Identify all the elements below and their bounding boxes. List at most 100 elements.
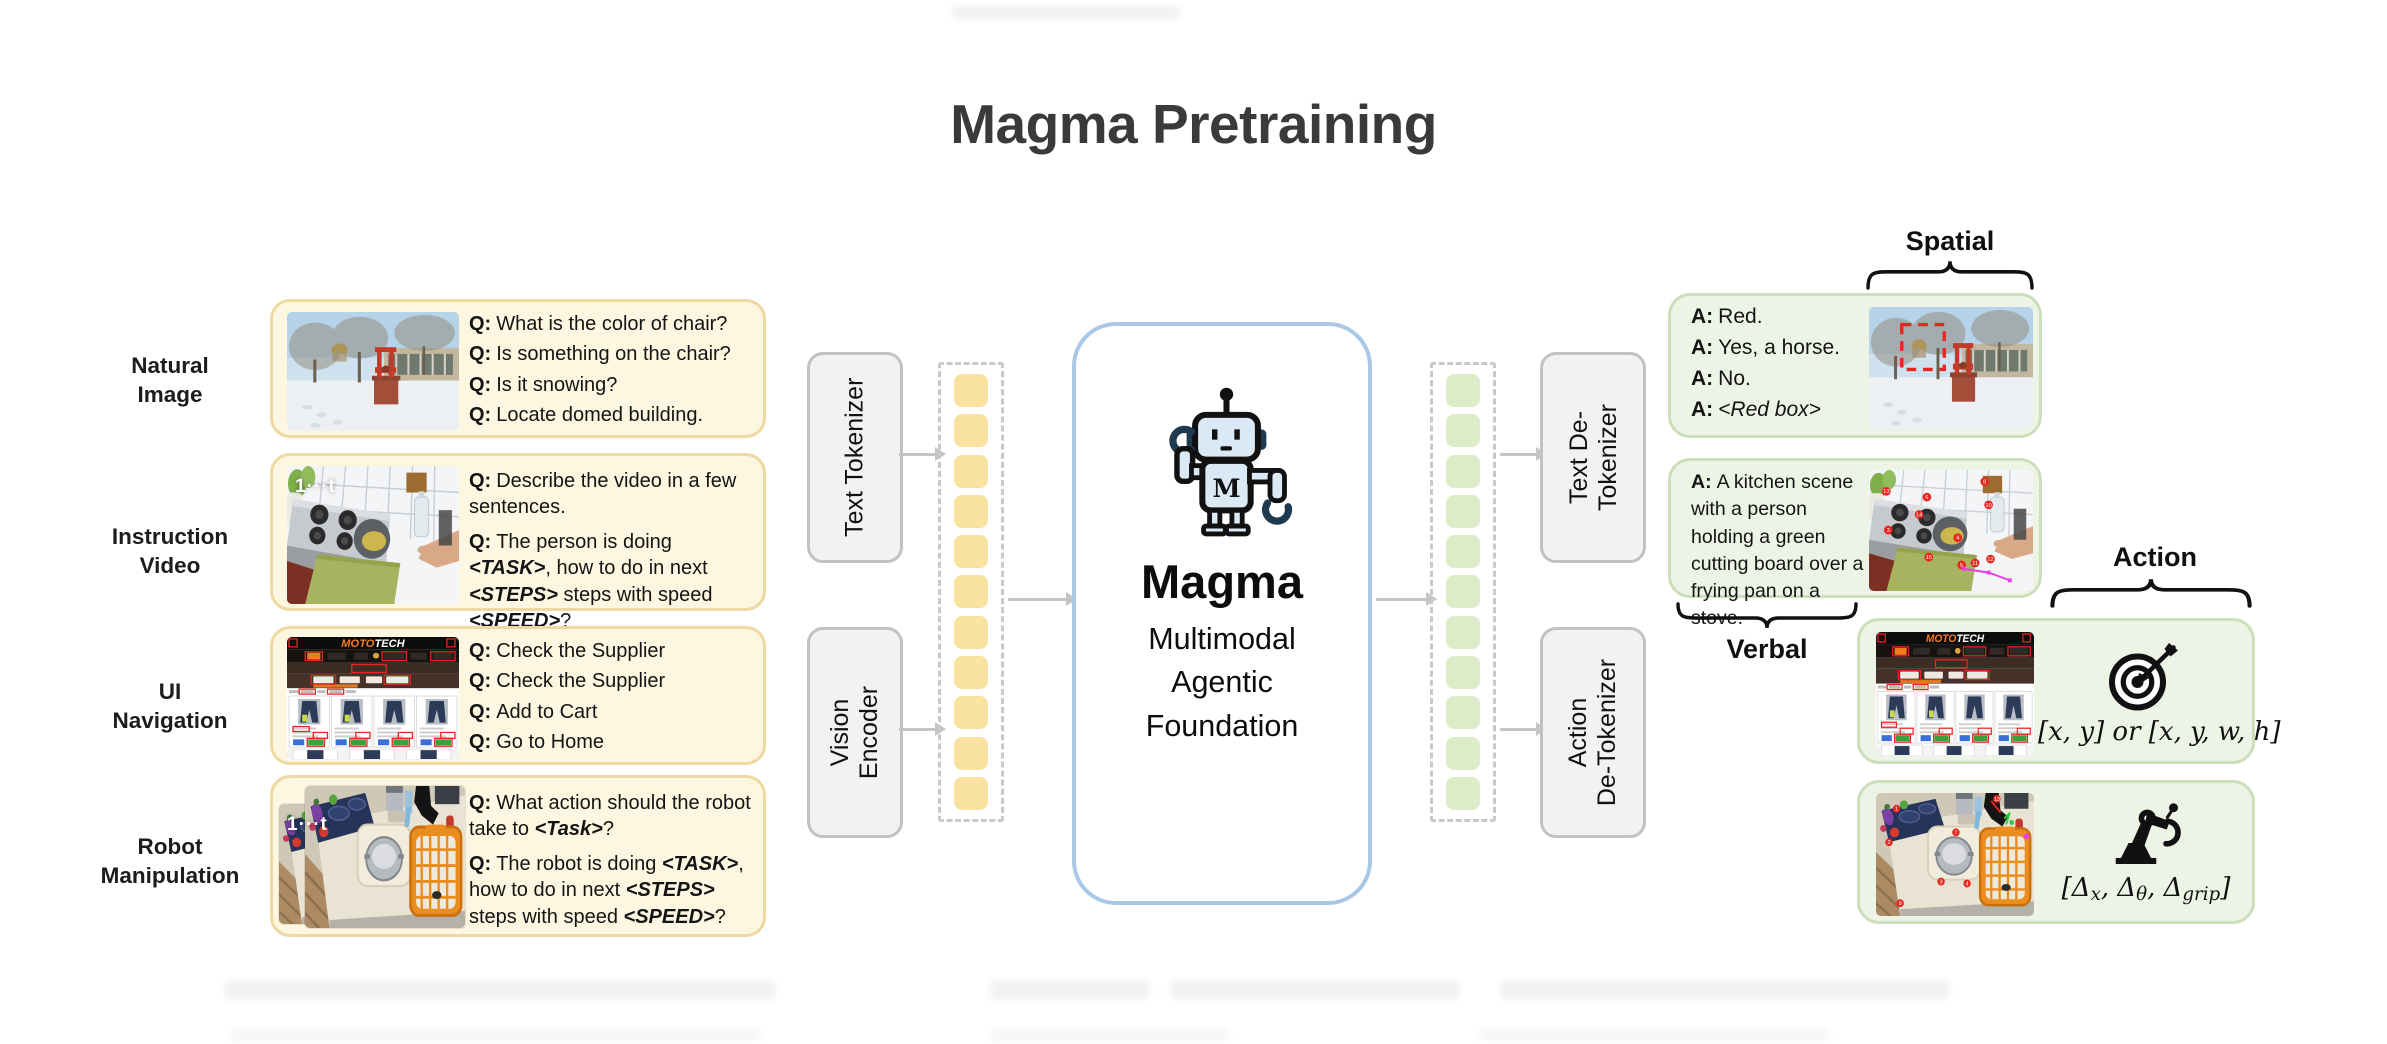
label-line: Navigation bbox=[112, 707, 228, 733]
svg-text:6: 6 bbox=[1925, 495, 1928, 501]
input-box-instruction-video: 1···t Q:Describe the video in a few sent… bbox=[270, 453, 766, 632]
spatial-annotated-image bbox=[1869, 307, 2033, 429]
ui-action-formula: [x, y] or [x, y, w, h] bbox=[2038, 717, 2281, 747]
label-line: De-Tokenizer bbox=[1593, 658, 1621, 807]
q-prefix: Q: bbox=[469, 670, 492, 693]
category-label-natural-image: Natural Image bbox=[70, 352, 270, 410]
token bbox=[1446, 696, 1480, 730]
question-text: Is something on the chair? bbox=[496, 343, 731, 366]
token bbox=[954, 776, 988, 810]
question-line: Q:The person is doing <TASK>, how to do … bbox=[469, 529, 751, 635]
ui-navigation-thumbnail bbox=[287, 637, 459, 760]
q-prefix: Q: bbox=[469, 731, 492, 754]
arrow-text-tokenizer-to-tokens bbox=[899, 447, 946, 461]
bottom-faint-caption-1 bbox=[225, 980, 775, 1000]
answer-line: A:Yes, a horse. bbox=[1691, 336, 1840, 360]
svg-text:11: 11 bbox=[1972, 561, 1978, 567]
action-brace bbox=[2050, 576, 2252, 608]
question-line: Q:Check the Supplier bbox=[469, 668, 757, 694]
bottom-faint-caption-4 bbox=[1500, 980, 1950, 1000]
question-text: Check the Supplier bbox=[496, 640, 666, 662]
label-line: Text De- bbox=[1564, 410, 1593, 505]
token bbox=[1446, 776, 1480, 810]
a-prefix: A: bbox=[1691, 471, 1712, 493]
svg-text:3: 3 bbox=[1940, 879, 1943, 885]
category-label-robot-manipulation: Robot Manipulation bbox=[70, 833, 270, 891]
bottom-faint-caption-6 bbox=[990, 1028, 1230, 1042]
text-detokenizer-box: Text De- Tokenizer bbox=[1540, 352, 1646, 563]
action-label: Action bbox=[2113, 542, 2197, 572]
question-text: Locate domed building. bbox=[496, 404, 704, 427]
bottom-faint-caption-7 bbox=[1480, 1028, 1830, 1042]
token bbox=[1446, 414, 1480, 448]
svg-text:3: 3 bbox=[1887, 528, 1890, 534]
arrow-tokens-to-magma bbox=[1008, 592, 1077, 606]
svg-text:15: 15 bbox=[1926, 555, 1932, 561]
category-label-instruction-video: Instruction Video bbox=[70, 523, 270, 581]
question-text: The robot is doing <TASK>, how to do in … bbox=[469, 852, 744, 928]
question-line: Q:Describe the video in a few sentences. bbox=[469, 468, 751, 521]
answer-line: A:Red. bbox=[1691, 305, 1840, 329]
label-line: Manipulation bbox=[100, 862, 240, 888]
magma-model-box: Magma Multimodal Agentic Foundation bbox=[1072, 322, 1372, 905]
input-token-column bbox=[938, 362, 1004, 822]
output-token-column bbox=[1430, 362, 1496, 822]
subtitle-line: Agentic bbox=[1171, 665, 1273, 700]
question-line: Q:Is something on the chair? bbox=[469, 341, 757, 367]
video-frame-range-label: 1···t bbox=[287, 814, 328, 835]
q-prefix: Q: bbox=[469, 530, 492, 553]
token bbox=[1446, 374, 1480, 407]
question-line: Q:Is it snowing? bbox=[469, 372, 757, 398]
spatial-brace bbox=[1866, 258, 2034, 290]
video-frame-range-label: 1···t bbox=[295, 476, 336, 497]
a-prefix: A: bbox=[1691, 398, 1714, 421]
input-box-robot-manipulation: 1···t Q:What action should the robot tak… bbox=[270, 775, 766, 937]
svg-text:4: 4 bbox=[1956, 536, 1960, 542]
bottom-faint-caption-2 bbox=[990, 980, 1150, 1000]
subtitle-line: Foundation bbox=[1145, 708, 1299, 743]
model-subtitle: Multimodal Agentic Foundation bbox=[1076, 618, 1368, 748]
q-prefix: Q: bbox=[469, 404, 492, 427]
svg-text:4: 4 bbox=[1966, 881, 1970, 887]
action-detokenizer-box: Action De-Tokenizer bbox=[1540, 627, 1646, 838]
label-line: Instruction bbox=[111, 524, 229, 549]
question-text: Check the Supplier bbox=[496, 670, 666, 693]
svg-text:13: 13 bbox=[1994, 797, 2000, 803]
question-list: Q:What is the color of chair? Q:Is somet… bbox=[469, 311, 757, 433]
question-list: Q:What action should the robot take to <… bbox=[469, 790, 755, 934]
verbal-annotated-image: 13 6 8 14 10 3 4 15 5 11 12 bbox=[1869, 470, 2033, 591]
answer-text: Yes, a horse. bbox=[1718, 336, 1840, 359]
question-text: Describe the video in a few sentences. bbox=[469, 470, 737, 519]
ui-action-image bbox=[1876, 632, 2034, 756]
model-name: Magma bbox=[1141, 555, 1303, 608]
arrow-tokens-to-text-detokenizer bbox=[1500, 447, 1547, 461]
text-tokenizer-label: Text Tokenizer bbox=[840, 377, 869, 538]
robot-arm-icon bbox=[2102, 801, 2188, 867]
q-prefix: Q: bbox=[469, 640, 492, 662]
question-text: What is the color of chair? bbox=[496, 313, 728, 335]
token bbox=[1446, 575, 1480, 609]
svg-text:5: 5 bbox=[1960, 563, 1963, 569]
input-box-ui-navigation: Q:Check the Supplier Q:Check the Supplie… bbox=[270, 626, 766, 765]
token bbox=[954, 736, 988, 770]
svg-text:10: 10 bbox=[1985, 503, 1991, 509]
natural-image-thumbnail bbox=[287, 312, 459, 431]
bottom-faint-caption-3 bbox=[1170, 980, 1460, 1000]
token bbox=[1446, 615, 1480, 649]
question-text: Go to Home bbox=[496, 731, 605, 754]
svg-text:8: 8 bbox=[1983, 480, 1986, 486]
question-line: Q:Locate domed building. bbox=[469, 402, 757, 428]
q-prefix: Q: bbox=[469, 313, 492, 335]
bottom-faint-caption-5 bbox=[230, 1028, 760, 1042]
question-line: Q:What is the color of chair? bbox=[469, 311, 757, 337]
output-box-qa: A:Red. A:Yes, a horse. A:No. A:<Red box> bbox=[1668, 293, 2042, 438]
question-list: Q:Check the Supplier Q:Check the Supplie… bbox=[469, 638, 757, 760]
question-line: Q:Add to Cart bbox=[469, 699, 757, 725]
category-label-ui-navigation: UI Navigation bbox=[70, 678, 270, 736]
output-box-ui-action: [x, y] or [x, y, w, h] bbox=[1857, 618, 2281, 764]
label-line: Natural bbox=[131, 353, 209, 378]
vision-encoder-label: Vision Encoder bbox=[827, 686, 884, 779]
label-line: Image bbox=[137, 381, 203, 407]
svg-text:12: 12 bbox=[1987, 557, 1993, 563]
